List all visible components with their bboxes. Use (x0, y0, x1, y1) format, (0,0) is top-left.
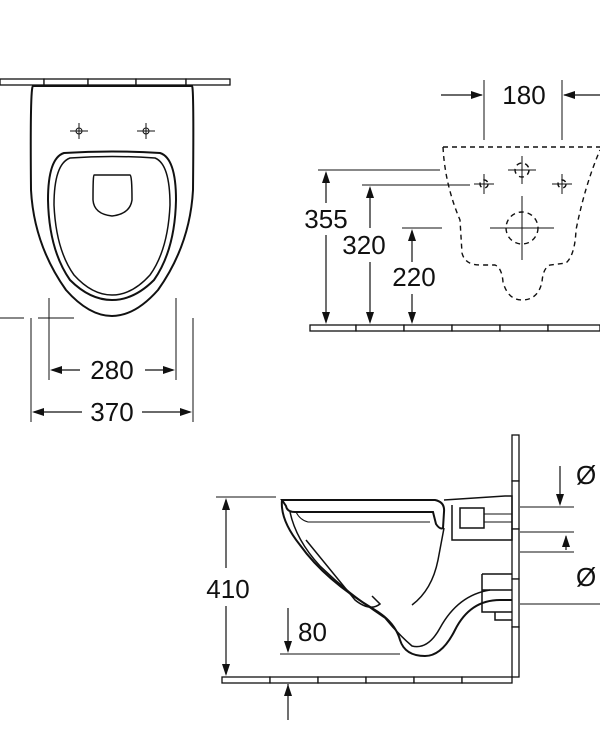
rear-view-floor (309, 324, 600, 332)
dimension-370-label: 370 (90, 397, 133, 427)
seat-profile (280, 499, 446, 530)
dimension-220: 220 (392, 227, 442, 324)
seat-outline (46, 150, 178, 302)
bowl-outline (29, 85, 195, 318)
dimension-180-label: 180 (502, 80, 545, 110)
pipe-dimension-bottom: Ø (520, 535, 600, 605)
seat-cutout (92, 174, 133, 217)
dimension-355-label: 355 (304, 204, 347, 234)
side-view-wall (511, 434, 520, 678)
dimension-355: 355 (304, 169, 440, 324)
outlet-cross-icon (490, 196, 554, 260)
fixing-cross-icon (552, 174, 572, 194)
dimension-180: 180 (441, 80, 600, 140)
seat-inner (53, 155, 171, 296)
dimension-220-label: 220 (392, 262, 435, 292)
top-view-wall (0, 78, 231, 86)
pipe-diameter-top-label: Ø (576, 460, 596, 490)
fixing-bracket (443, 495, 513, 541)
pipe-diameter-bottom-label: Ø (576, 562, 596, 592)
fixing-cross-icon (137, 123, 155, 139)
dimension-280: 280 (48, 298, 177, 385)
rear-outline (442, 146, 600, 301)
side-view-floor (221, 676, 513, 684)
fixing-cross-icon (70, 123, 88, 139)
dimension-320: 320 (342, 184, 470, 324)
dimension-80-label: 80 (298, 617, 327, 647)
fixing-cross-icon (508, 156, 536, 184)
bowl-profile (280, 499, 512, 658)
dimension-370: 370 (30, 318, 194, 427)
dimension-320-label: 320 (342, 230, 385, 260)
dimension-410-label: 410 (206, 574, 249, 604)
rear-view: 180 355 320 220 (304, 80, 600, 332)
fixing-cross-icon (474, 174, 494, 194)
top-view: 280 370 (0, 78, 231, 427)
pipe-dimension-top: Ø (520, 460, 596, 533)
dimension-80: 80 (280, 608, 400, 720)
side-view: Ø Ø 410 80 (206, 434, 600, 720)
dimension-410: 410 (206, 496, 276, 676)
dimension-280-label: 280 (90, 355, 133, 385)
